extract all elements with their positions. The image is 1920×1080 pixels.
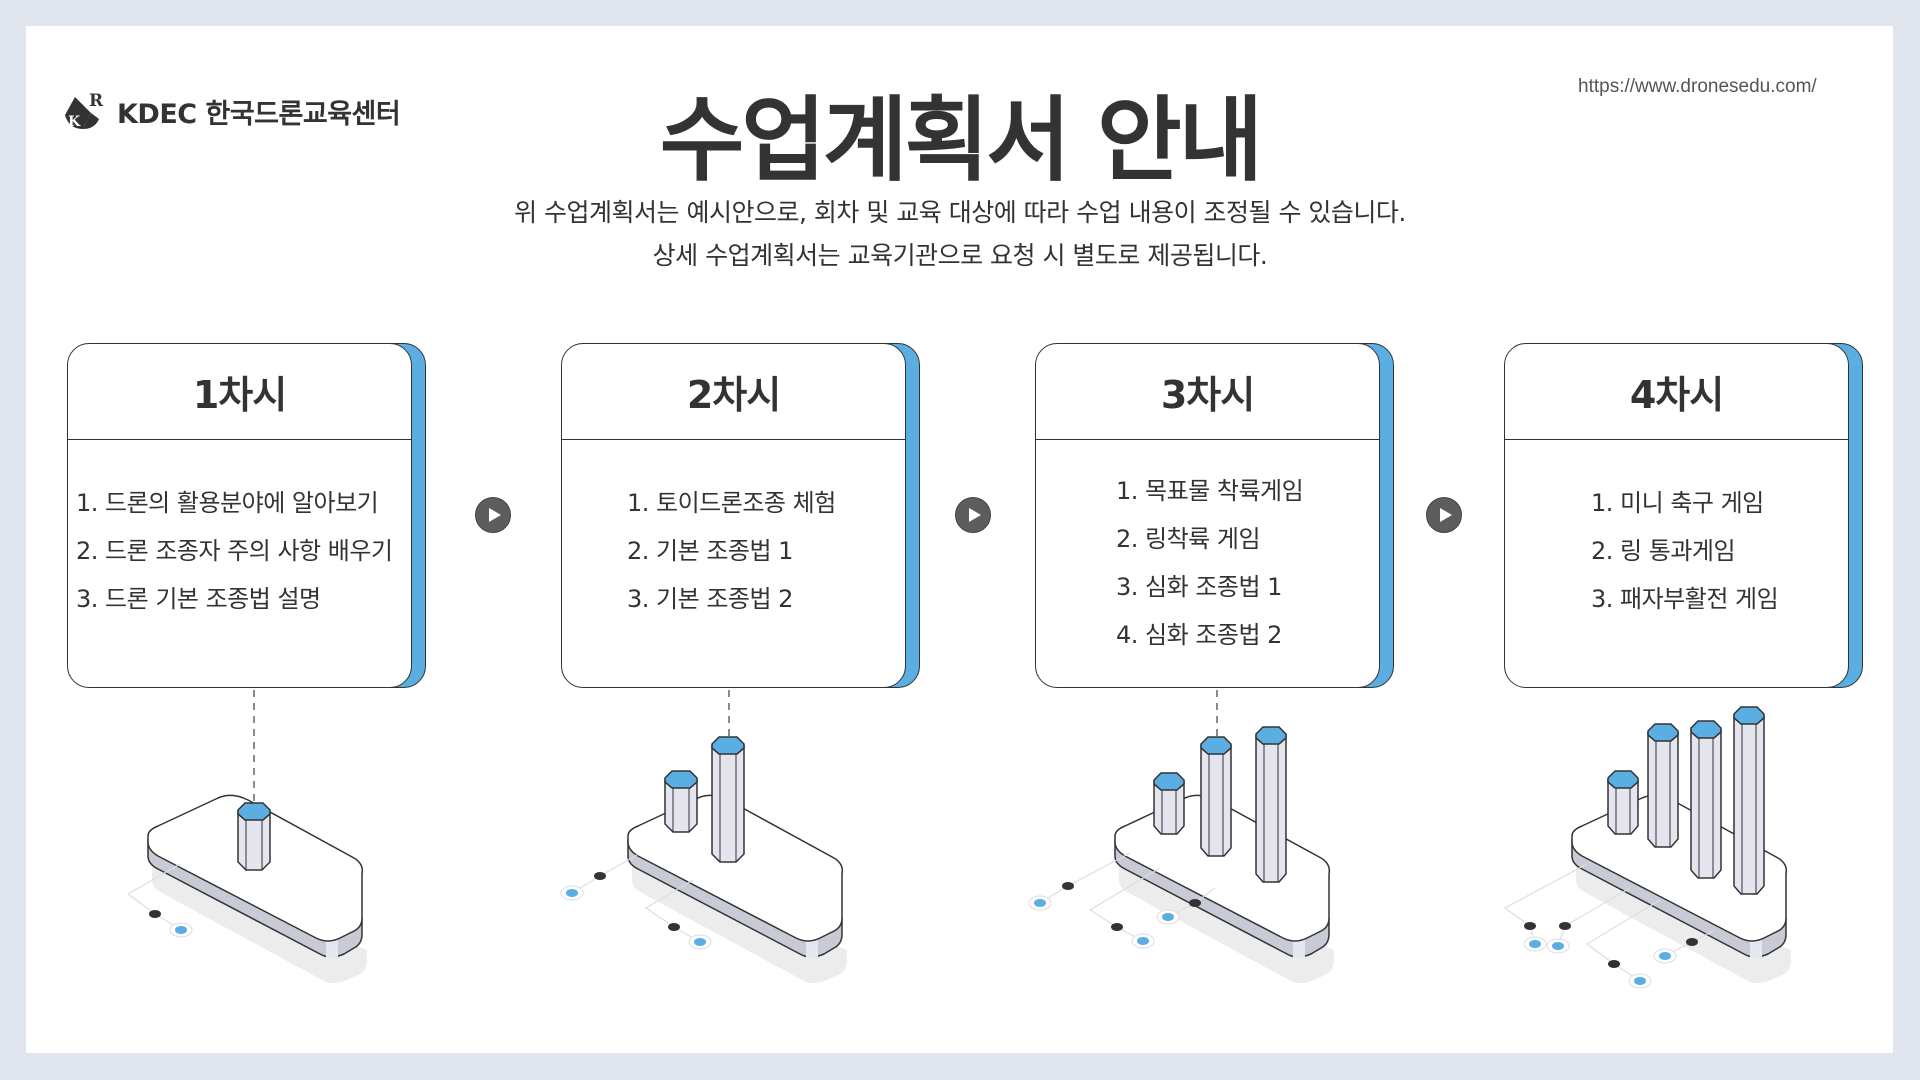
session-item: 1. 토이드론조종 체험 xyxy=(627,489,836,517)
subtitle-line-2: 상세 수업계획서는 교육기관으로 요청 시 별도로 제공됩니다. xyxy=(652,241,1268,270)
card-body: 1차시 1. 드론의 활용분야에 알아보기 2. 드론 조종자 주의 사항 배우… xyxy=(67,343,412,688)
session-item: 2. 기본 조종법 1 xyxy=(627,537,793,565)
session-title: 2차시 xyxy=(562,344,905,440)
play-icon xyxy=(1426,497,1462,533)
card-body: 3차시 1. 목표물 착륙게임 2. 링착륙 게임 3. 심화 조종법 1 4.… xyxy=(1035,343,1380,688)
session-item: 1. 목표물 착륙게임 xyxy=(1116,477,1304,505)
session-item: 4. 심화 조종법 2 xyxy=(1116,621,1282,649)
session-card-1: 1차시 1. 드론의 활용분야에 알아보기 2. 드론 조종자 주의 사항 배우… xyxy=(67,343,426,688)
session-item: 3. 심화 조종법 1 xyxy=(1116,573,1282,601)
session-items: 1. 미니 축구 게임 2. 링 통과게임 3. 패자부활전 게임 xyxy=(1591,479,1779,623)
session-card-4: 4차시 1. 미니 축구 게임 2. 링 통과게임 3. 패자부활전 게임 xyxy=(1504,343,1863,688)
session-item: 2. 링 통과게임 xyxy=(1591,537,1736,565)
svg-text:R: R xyxy=(89,91,104,111)
session-item: 1. 미니 축구 게임 xyxy=(1591,489,1764,517)
card-body: 2차시 1. 토이드론조종 체험 2. 기본 조종법 1 3. 기본 조종법 2 xyxy=(561,343,906,688)
subtitle: 위 수업계획서는 예시안으로, 회차 및 교육 대상에 따라 수업 내용이 조정… xyxy=(0,191,1920,277)
session-item: 3. 패자부활전 게임 xyxy=(1591,585,1779,613)
session-item: 1. 드론의 활용분야에 알아보기 xyxy=(76,489,379,517)
session-item: 3. 드론 기본 조종법 설명 xyxy=(76,585,321,613)
session-item: 2. 링착륙 게임 xyxy=(1116,525,1261,553)
play-icon xyxy=(475,497,511,533)
kdec-logo-icon: R K xyxy=(65,91,104,130)
subtitle-line-1: 위 수업계획서는 예시안으로, 회차 및 교육 대상에 따라 수업 내용이 조정… xyxy=(514,198,1406,227)
card-body: 4차시 1. 미니 축구 게임 2. 링 통과게임 3. 패자부활전 게임 xyxy=(1504,343,1849,688)
page-title: 수업계획서 안내 xyxy=(659,87,1264,194)
session-item: 2. 드론 조종자 주의 사항 배우기 xyxy=(76,537,393,565)
logo: R K KDEC 한국드론교육센터 xyxy=(61,89,401,133)
session-items: 1. 목표물 착륙게임 2. 링착륙 게임 3. 심화 조종법 1 4. 심화 … xyxy=(1116,467,1304,659)
session-item: 3. 기본 조종법 2 xyxy=(627,585,793,613)
session-items: 1. 토이드론조종 체험 2. 기본 조종법 1 3. 기본 조종법 2 xyxy=(627,479,836,623)
logo-text: KDEC 한국드론교육센터 xyxy=(117,98,401,130)
session-title: 3차시 xyxy=(1036,344,1379,440)
session-items: 1. 드론의 활용분야에 알아보기 2. 드론 조종자 주의 사항 배우기 3.… xyxy=(76,479,393,623)
website-link[interactable]: https://www.dronesedu.com/ xyxy=(1578,76,1817,97)
play-icon xyxy=(955,497,991,533)
session-title: 4차시 xyxy=(1505,344,1848,440)
session-card-2: 2차시 1. 토이드론조종 체험 2. 기본 조종법 1 3. 기본 조종법 2 xyxy=(561,343,920,688)
session-card-3: 3차시 1. 목표물 착륙게임 2. 링착륙 게임 3. 심화 조종법 1 4.… xyxy=(1035,343,1394,688)
svg-text:K: K xyxy=(68,114,81,130)
session-title: 1차시 xyxy=(68,344,411,440)
